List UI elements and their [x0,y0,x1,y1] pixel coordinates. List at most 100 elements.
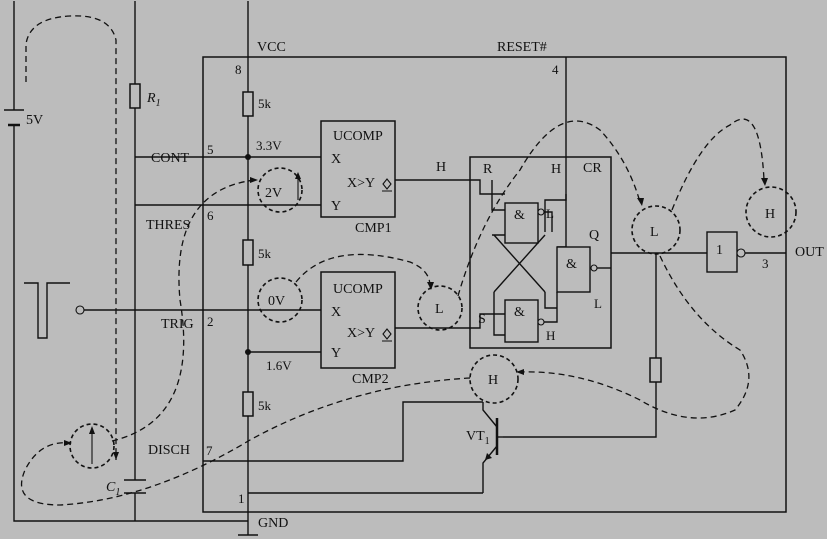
and-right-symbol: & [566,257,577,272]
cmp1-func: X>Y [347,176,375,191]
cmp2-box [320,271,396,369]
and-gate-top [504,202,539,244]
trig-voltage-value: 0V [268,294,285,309]
c1-to-thres-flow-path [111,179,256,442]
divider-top-label: 5k [258,96,272,111]
c1-to-thres-arrowhead [250,177,258,183]
trig-input-terminal [75,305,85,315]
inverter-bubble [736,248,746,258]
q-level-value: L [650,225,659,240]
cmp2-output-value: L [435,302,444,317]
divider-mid-label: 5k [258,246,272,261]
cmp2-to-q-arrowhead [637,198,644,206]
cmp1-in-x: X [331,152,341,167]
c1-rise-arrowhead [89,426,95,434]
cr-h-right: H [551,162,561,177]
cmp1-out-level: H [436,160,446,175]
divider-low-voltage: 1.6V [266,358,292,373]
cmp2-name: CMP2 [352,372,389,387]
cross-coupling [493,234,546,293]
divider-resistor-mid [242,239,254,266]
cmp2-to-q-flow-path [457,120,641,297]
and-bottom-symbol: & [514,305,525,320]
r1-resistor [129,83,141,109]
gate-right-level: L [594,296,602,311]
cmp1-in-y: Y [331,199,341,214]
cmp2-in-y: Y [331,346,341,361]
gate-top-bubble [537,208,545,216]
divider-resistor-bottom [242,391,254,417]
gate-top-level: L [546,206,554,221]
cmp2-output-circle [417,285,463,331]
supply-label: 5V [26,113,43,128]
gnd-label: GND [258,516,288,531]
disch-wire [203,401,483,462]
cont-label: CONT [151,151,190,166]
out-level-circle [745,186,797,238]
divider-top-voltage: 3.3V [256,138,282,153]
divider-bottom-label: 5k [258,398,272,413]
thres-rise-arrowhead [295,172,301,179]
chip-boundary [202,56,787,513]
cmp1-title: UCOMP [333,129,383,144]
out-label: OUT [795,245,824,260]
vt1-emitter-arrow [485,453,492,460]
vt1-emitter [482,445,498,493]
thres-pin-number: 6 [207,208,214,223]
and-gate-right [556,246,591,293]
vt-base-value: H [488,373,498,388]
cr-name: CR [583,161,602,176]
vcc-label: VCC [257,40,286,55]
trig-pin-number: 2 [207,314,214,329]
cont-thres-wires [135,156,321,206]
out-pin-number: 3 [762,256,769,271]
vt1-label: VT1 [466,429,490,447]
vt1-collector [482,402,498,428]
trig-to-cmp2-arrowhead [427,282,434,290]
trig-label: TRIG [161,317,194,332]
gate-outputs [544,211,558,323]
cmp2-output-symbol [382,328,392,342]
trigger-pulse-symbol [24,282,70,339]
thres-label: THRES [146,218,190,233]
c1-voltage-circle [69,423,115,469]
inverter-gate [706,231,738,273]
cmp1-name: CMP1 [355,221,392,236]
thres-voltage-value: 2V [265,186,282,201]
cmp1-output-symbol [382,178,392,192]
trig-to-cmp2-flow-path [295,253,431,287]
reset-pin-number: 4 [552,62,559,77]
q-to-out-arrowhead [761,178,768,186]
q-to-vt-flow-path [519,255,750,419]
charging-flow-path [25,15,117,460]
cmp2-func: X>Y [347,326,375,341]
q-to-out-flow-path [671,118,765,211]
discharge-flow-path [20,377,471,506]
gate-bottom-input [493,292,505,336]
divider-resistor-top [242,91,254,117]
supply-wire [13,1,248,522]
thres-voltage-circle [257,167,303,213]
cmp1-to-r-wire [395,179,505,195]
base-resistor [649,357,662,383]
cont-pin-number: 5 [207,142,214,157]
c1-label: C1 [106,480,120,498]
r1-label: R1 [146,91,161,109]
cmp2-to-s-wire [395,313,505,329]
gate-bottom-level: H [546,328,555,343]
q-level-circle [631,205,681,255]
q-to-vt-arrowhead [516,369,524,375]
vcc-pin-number: 8 [235,62,242,77]
discharge-flow-arrowhead [64,440,72,446]
q-to-transistor-wire [503,253,657,438]
disch-pin-number: 7 [206,443,213,458]
cmp2-title: UCOMP [333,282,383,297]
cr-s-label: S [478,312,486,327]
and-top-symbol: & [514,208,525,223]
vt-base-circle [469,354,519,404]
trig-voltage-circle [257,277,303,323]
trig-and-low-wires [84,309,321,353]
out-level-value: H [765,207,775,222]
inverter-symbol: 1 [716,243,723,258]
